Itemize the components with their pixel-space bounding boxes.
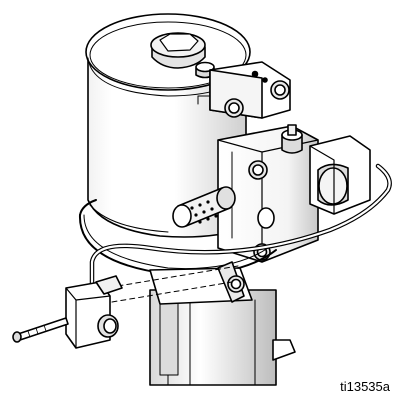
bracket-bolt-left — [224, 98, 244, 118]
lower-mount-plate — [149, 261, 253, 305]
valve-top-fitting — [281, 124, 303, 154]
exhaust-muffler — [172, 186, 236, 228]
alignment-dashes — [111, 265, 239, 303]
air-tube — [89, 163, 392, 293]
pump-shaft — [149, 289, 296, 386]
bracket-bolt-right — [270, 80, 290, 100]
mounting-screw — [12, 317, 69, 343]
sensor-switch — [65, 275, 123, 349]
solenoid-coil — [309, 135, 371, 215]
figure-id-label: ti13535a — [340, 379, 390, 394]
